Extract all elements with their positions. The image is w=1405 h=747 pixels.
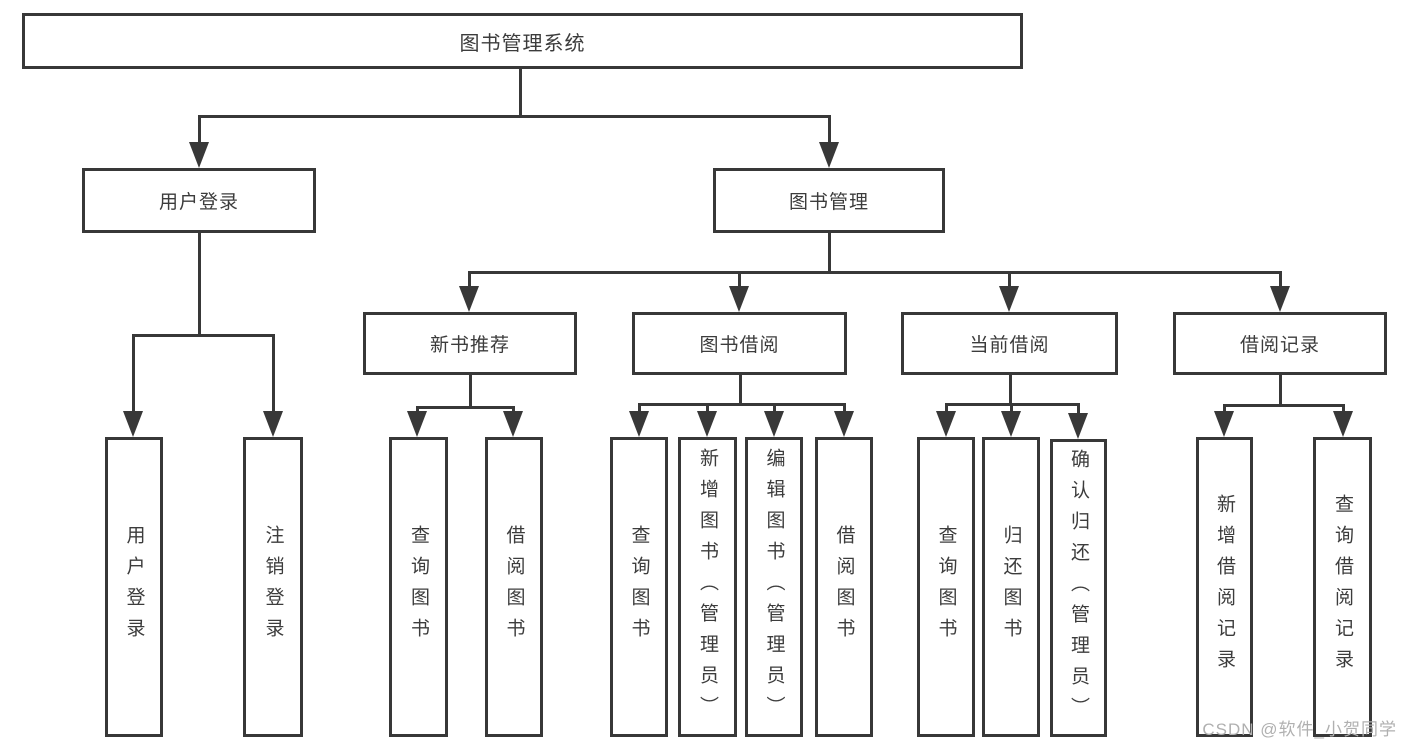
node-book-mgmt-label: 图书管理 — [788, 192, 869, 213]
leaf-bb-edit-book: 编辑图书（管理员） — [745, 437, 803, 737]
connector-line — [198, 115, 831, 118]
connector-line — [843, 403, 846, 415]
connector-line — [1008, 271, 1011, 288]
connector-line — [198, 233, 201, 336]
connector-line — [198, 115, 201, 146]
connector-line — [638, 403, 846, 406]
arrow-down-icon — [999, 286, 1019, 312]
node-book-borrow-label: 图书借阅 — [699, 335, 780, 356]
leaf-bb-query-book-label: 查询图书 — [628, 525, 650, 649]
leaf-br-query-record: 查询借阅记录 — [1313, 437, 1372, 737]
arrow-down-icon — [1214, 411, 1234, 437]
arrow-down-icon — [729, 286, 749, 312]
connector-line — [1077, 403, 1080, 415]
node-new-book-rec-label: 新书推荐 — [429, 335, 510, 356]
leaf-bb-edit-book-label: 编辑图书（管理员） — [763, 447, 785, 727]
connector-line — [416, 406, 515, 409]
connector-line — [132, 334, 135, 414]
leaf-bb-add-book: 新增图书（管理员） — [678, 437, 737, 737]
arrow-down-icon — [1333, 411, 1353, 437]
arrow-down-icon — [123, 411, 143, 437]
arrow-down-icon — [407, 411, 427, 437]
leaf-cb-confirm-return-label: 确认归还（管理员） — [1068, 448, 1089, 728]
connector-line — [468, 271, 1282, 274]
leaf-rec-query-book-label: 查询图书 — [408, 525, 429, 649]
leaf-rec-borrow-book: 借阅图书 — [485, 437, 543, 737]
leaf-cb-query-book-label: 查询图书 — [935, 525, 957, 649]
leaf-br-query-record-label: 查询借阅记录 — [1332, 494, 1353, 680]
connector-line — [1223, 404, 1226, 414]
connector-line — [773, 403, 776, 415]
arrow-down-icon — [629, 411, 649, 437]
connector-line — [828, 115, 831, 146]
leaf-bb-borrow-book: 借阅图书 — [815, 437, 873, 737]
csdn-watermark: CSDN @软件_小贺同学 — [1202, 720, 1397, 739]
connector-line — [1279, 375, 1282, 407]
connector-line — [132, 334, 275, 337]
arrow-down-icon — [263, 411, 283, 437]
node-user-login-label: 用户登录 — [158, 192, 239, 213]
leaf-cb-query-book: 查询图书 — [917, 437, 975, 737]
arrow-down-icon — [1068, 413, 1088, 439]
connector-line — [706, 403, 709, 415]
arrow-down-icon — [189, 142, 209, 168]
leaf-br-add-record-label: 新增借阅记录 — [1214, 494, 1235, 680]
arrow-down-icon — [459, 286, 479, 312]
leaf-bb-borrow-book-label: 借阅图书 — [833, 525, 855, 649]
connector-line — [945, 403, 948, 415]
node-root: 图书管理系统 — [22, 13, 1023, 69]
connector-line — [272, 334, 275, 414]
connector-line — [468, 271, 471, 288]
node-current-borrow-label: 当前借阅 — [969, 335, 1050, 356]
connector-line — [1009, 375, 1012, 406]
leaf-user-login: 用户登录 — [105, 437, 163, 737]
connector-line — [638, 403, 641, 415]
node-book-mgmt: 图书管理 — [713, 168, 945, 233]
connector-line — [1279, 271, 1282, 288]
connector-line — [828, 233, 831, 274]
leaf-cb-return-book: 归还图书 — [982, 437, 1040, 737]
leaf-rec-query-book: 查询图书 — [389, 437, 448, 737]
leaf-cb-confirm-return: 确认归还（管理员） — [1050, 439, 1107, 737]
node-borrow-record: 借阅记录 — [1173, 312, 1387, 375]
leaf-logout-label: 注销登录 — [262, 525, 284, 649]
arrow-down-icon — [697, 411, 717, 437]
arrow-down-icon — [936, 411, 956, 437]
leaf-user-login-label: 用户登录 — [123, 525, 145, 649]
arrow-down-icon — [764, 411, 784, 437]
leaf-bb-add-book-label: 新增图书（管理员） — [697, 447, 718, 727]
arrow-down-icon — [1270, 286, 1290, 312]
leaf-cb-return-book-label: 归还图书 — [1000, 525, 1022, 649]
connector-line — [1010, 403, 1013, 415]
connector-line — [1342, 404, 1345, 414]
node-new-book-rec: 新书推荐 — [363, 312, 577, 375]
leaf-br-add-record: 新增借阅记录 — [1196, 437, 1253, 737]
leaf-logout: 注销登录 — [243, 437, 303, 737]
node-book-borrow: 图书借阅 — [632, 312, 847, 375]
node-current-borrow: 当前借阅 — [901, 312, 1118, 375]
connector-line — [739, 375, 742, 406]
node-borrow-record-label: 借阅记录 — [1239, 335, 1320, 356]
arrow-down-icon — [819, 142, 839, 168]
arrow-down-icon — [1001, 411, 1021, 437]
connector-line — [1223, 404, 1345, 407]
connector-line — [738, 271, 741, 288]
arrow-down-icon — [503, 411, 523, 437]
connector-line — [519, 69, 522, 117]
leaf-bb-query-book: 查询图书 — [610, 437, 668, 737]
arrow-down-icon — [834, 411, 854, 437]
leaf-rec-borrow-book-label: 借阅图书 — [503, 525, 525, 649]
connector-line — [469, 375, 472, 408]
node-user-login: 用户登录 — [82, 168, 316, 233]
node-root-label: 图书管理系统 — [459, 32, 586, 55]
